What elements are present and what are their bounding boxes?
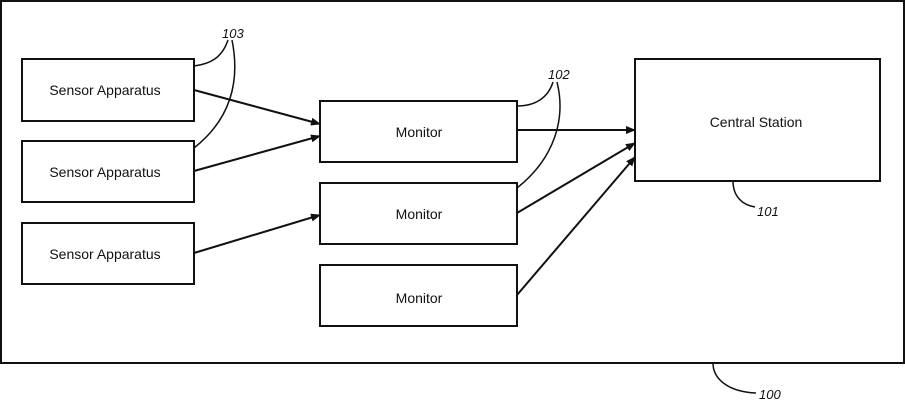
sensor-apparatus-2: Sensor Apparatus xyxy=(22,141,194,202)
ref-label-100: 100 xyxy=(759,387,781,402)
arrow-sensor2-to-monitor1 xyxy=(194,136,320,171)
leader-103-to-sensor1 xyxy=(194,40,228,66)
ref-102: 102 xyxy=(517,67,570,188)
monitor-2: Monitor xyxy=(320,183,517,244)
monitor-label: Monitor xyxy=(396,206,443,222)
ref-label-102: 102 xyxy=(548,67,570,82)
ref-label-103: 103 xyxy=(222,26,244,41)
leader-102-to-monitor1 xyxy=(517,82,553,106)
leader-100-to-boundary xyxy=(713,363,756,393)
monitor-label: Monitor xyxy=(396,124,443,140)
central-station: Central Station xyxy=(635,59,880,181)
sensor-apparatus-label: Sensor Apparatus xyxy=(49,164,160,180)
arrow-sensor3-to-monitor2 xyxy=(194,215,320,253)
monitor-1: Monitor xyxy=(320,101,517,162)
monitor-3: Monitor xyxy=(320,265,517,326)
central-station-label: Central Station xyxy=(710,114,803,130)
sensor-apparatus-3: Sensor Apparatus xyxy=(22,223,194,284)
ref-103: 103 xyxy=(194,26,244,148)
ref-101: 101 xyxy=(733,181,779,219)
arrow-sensor1-to-monitor1 xyxy=(194,90,320,124)
ref-label-101: 101 xyxy=(757,204,779,219)
sensor-apparatus-1: Sensor Apparatus xyxy=(22,59,194,121)
sensor-apparatus-label: Sensor Apparatus xyxy=(49,246,160,262)
leader-101-to-central-station xyxy=(733,181,755,207)
leader-102-to-monitor2 xyxy=(517,82,560,188)
sensor-apparatus-label: Sensor Apparatus xyxy=(49,82,160,98)
monitor-label: Monitor xyxy=(396,290,443,306)
leader-103-to-sensor2 xyxy=(194,40,235,148)
ref-100: 100 xyxy=(713,363,781,402)
